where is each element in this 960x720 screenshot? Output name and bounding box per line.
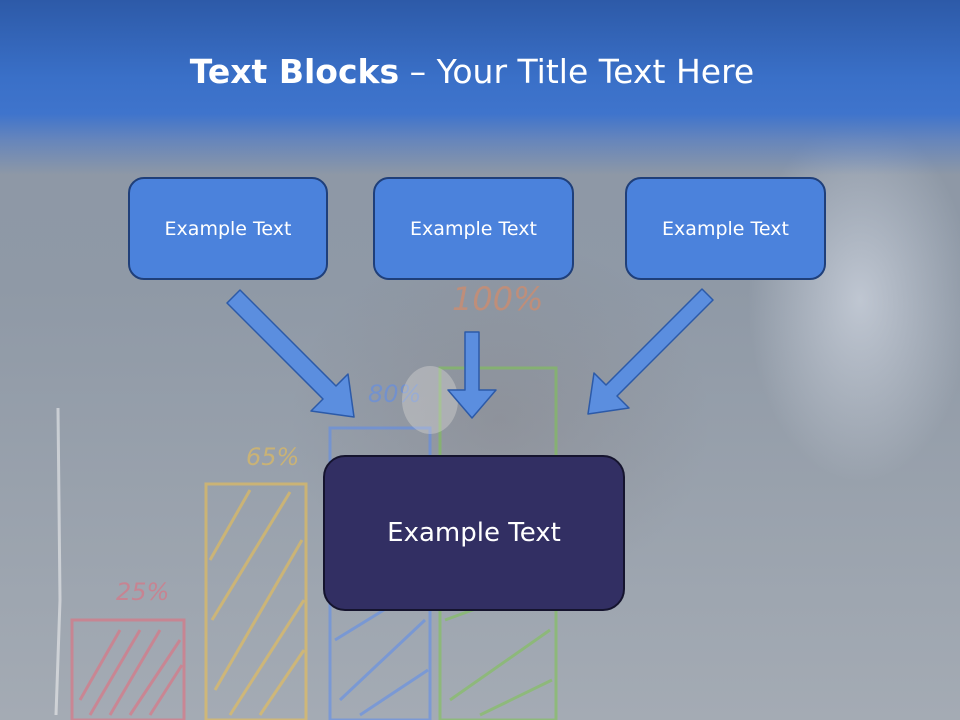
text-block-2[interactable]: Example Text [373,177,574,280]
title-bold: Text Blocks [189,52,400,91]
sketch-label-100: 100% [452,280,543,318]
sketch-axis [54,407,62,716]
center-text-block[interactable]: Example Text [323,455,625,611]
sketch-bar-65 [204,482,308,720]
text-block-3[interactable]: Example Text [625,177,826,280]
sketch-label-65: 65% [246,443,299,471]
title-bar [0,0,960,175]
arrow-left-icon [226,289,355,418]
arrow-right-icon [587,288,714,415]
arrow-down-icon [447,331,497,419]
text-block-1[interactable]: Example Text [128,177,328,280]
sketch-bar-25 [70,618,186,720]
sketch-label-25: 25% [116,578,169,606]
sketch-hand [402,366,458,434]
sketch-label-80: 80% [368,380,421,408]
slide-title: Text Blocks – Your Title Text Here [0,52,944,91]
title-rest: – Your Title Text Here [399,52,755,91]
